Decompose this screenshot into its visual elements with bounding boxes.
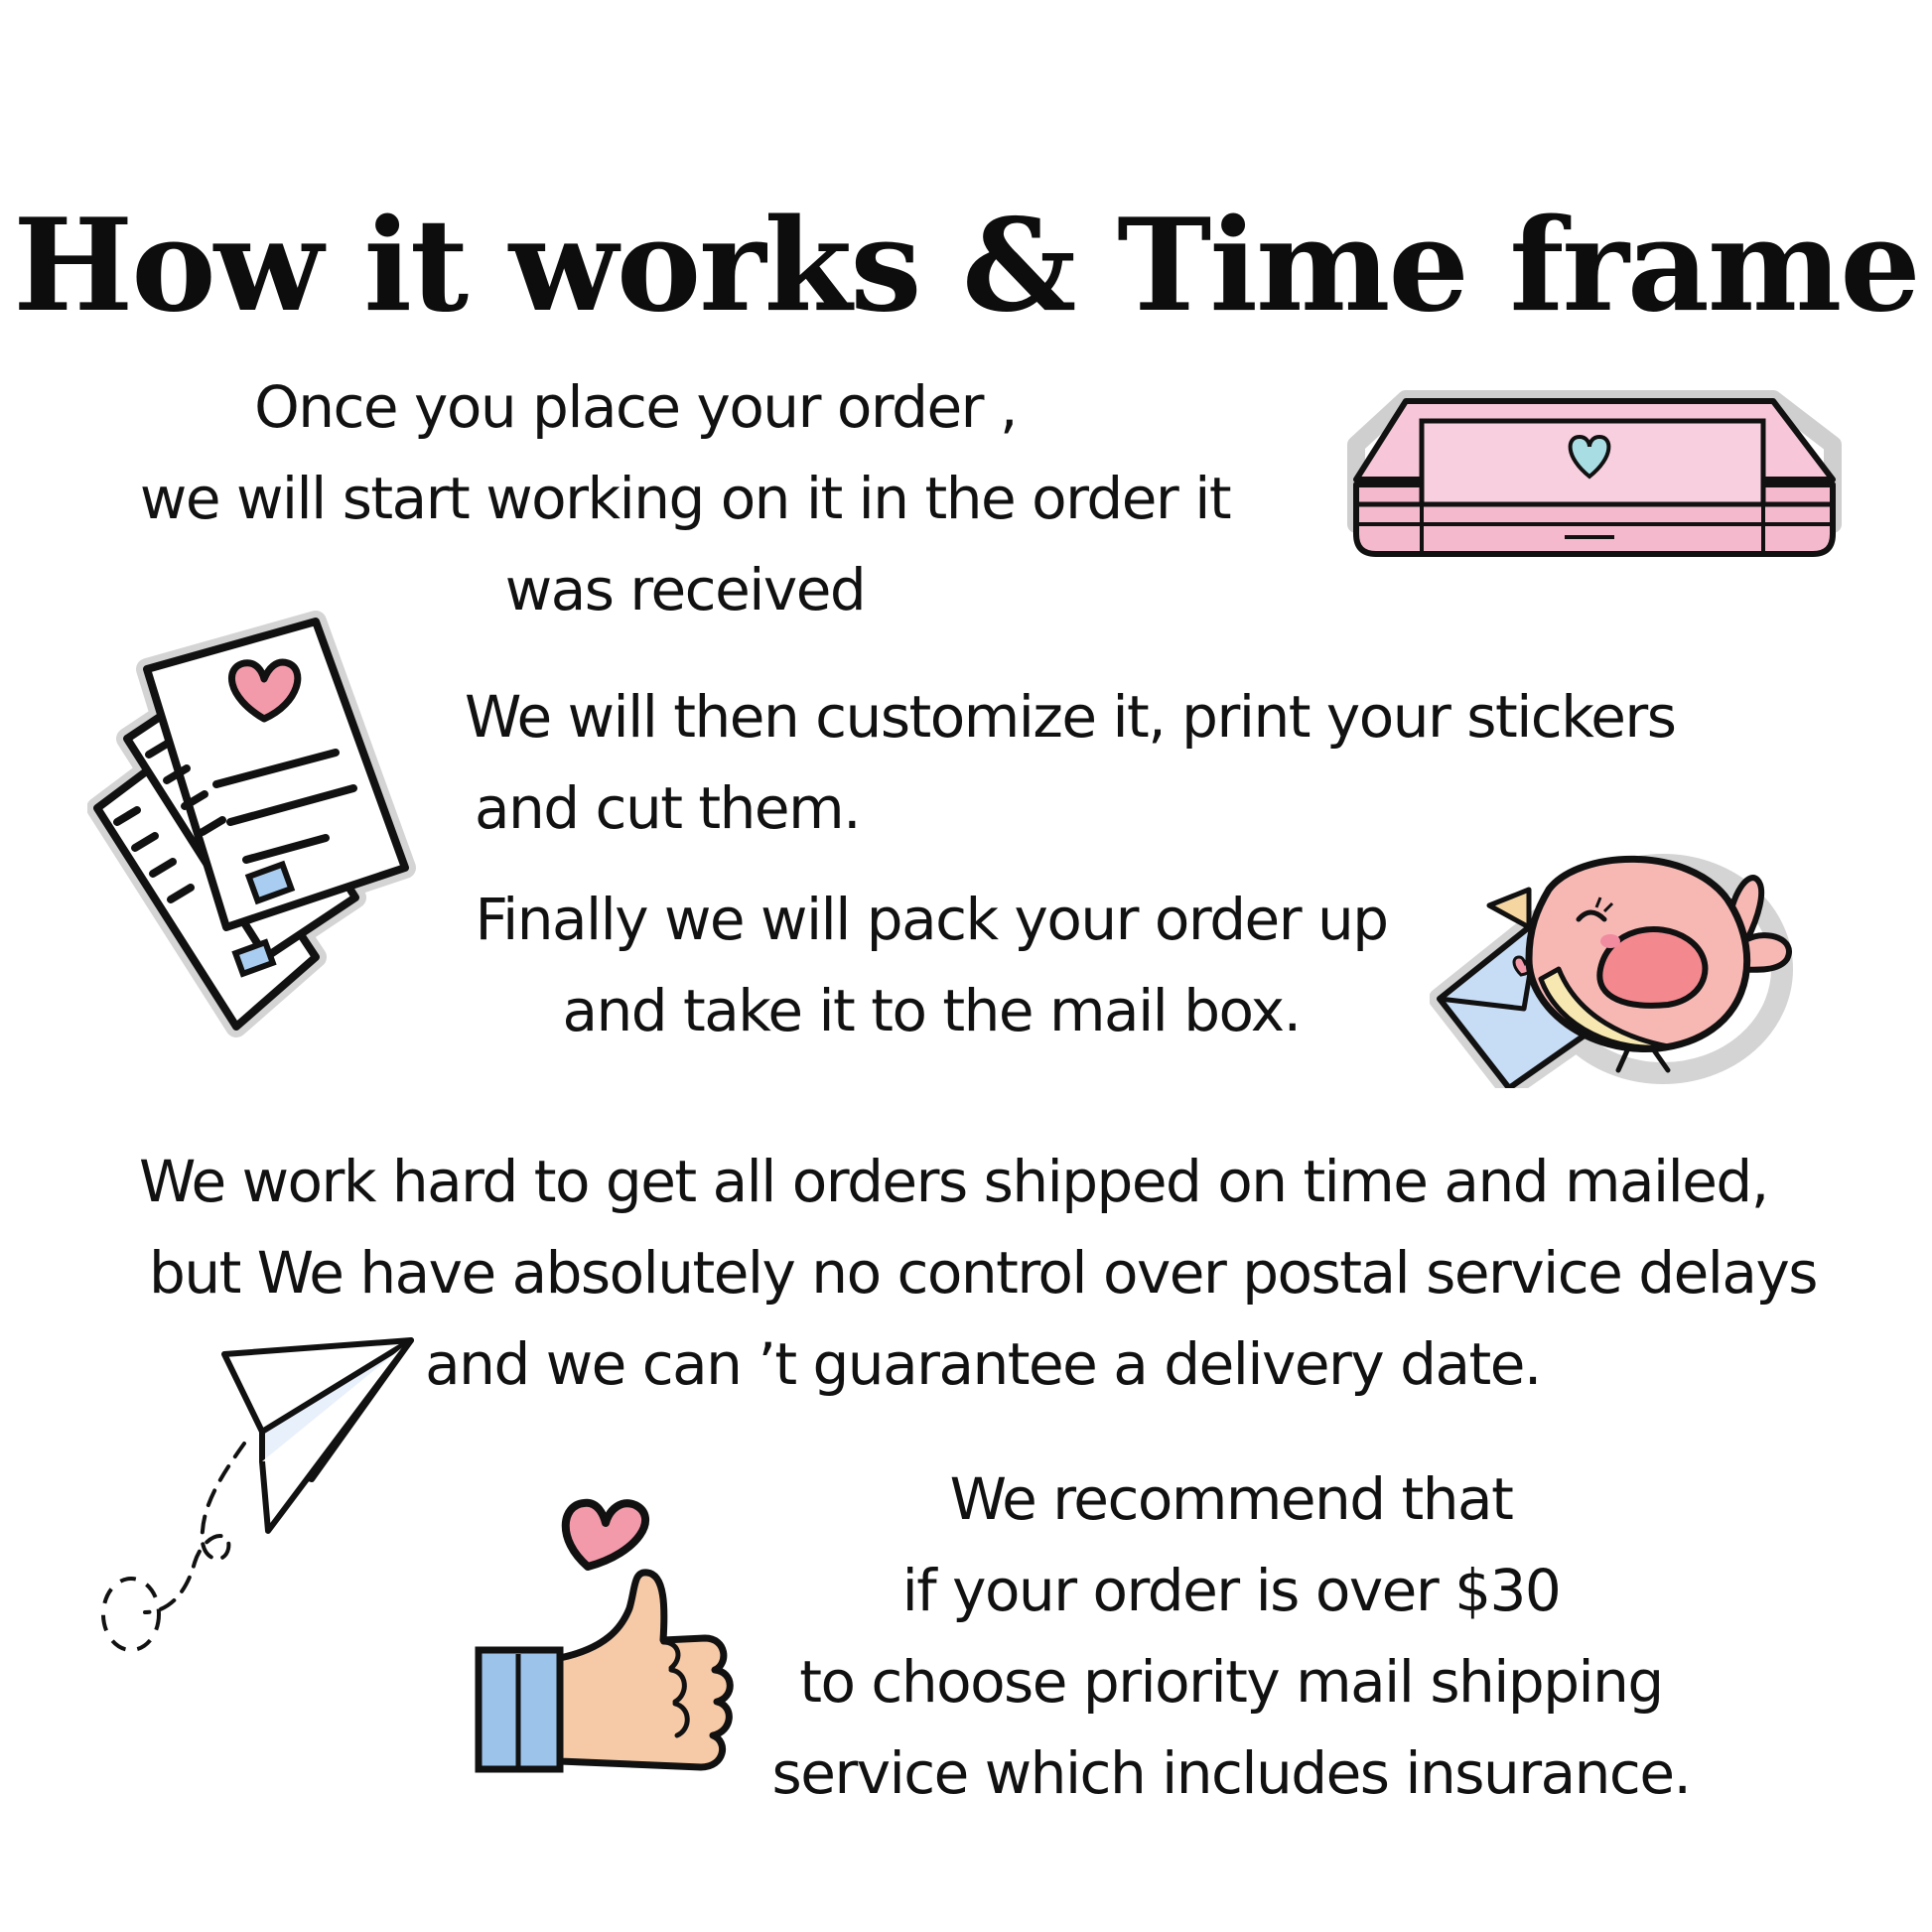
step-1-text: Once you place your order , we will star… — [99, 361, 1271, 635]
step-3-line: and take it to the mail box. — [562, 977, 1302, 1044]
step-2-line: and cut them. — [475, 774, 862, 842]
recommendation-text: We recommend that if your order is over … — [755, 1453, 1708, 1819]
paper-plane-icon — [101, 1337, 414, 1652]
recommend-line: service which includes insurance. — [771, 1739, 1692, 1807]
notice-line: and we can ’t guarantee a delivery date. — [425, 1330, 1542, 1398]
notice-line: but We have absolutely no control over p… — [149, 1239, 1819, 1307]
notice-line: We work hard to get all orders shipped o… — [139, 1148, 1769, 1215]
recommend-line: if your order is over $30 — [901, 1557, 1562, 1624]
step-1-line: we will start working on it in the order… — [139, 465, 1232, 532]
bird-letter-icon — [1430, 854, 1793, 1088]
step-3-text: Finally we will pack your order up and t… — [455, 874, 1408, 1056]
step-1-line: Once you place your order , — [254, 373, 1018, 441]
recommend-line: We recommend that — [949, 1465, 1514, 1533]
documents-icon — [87, 611, 416, 1037]
step-1-line: was received — [504, 556, 867, 623]
shipping-notice-text: We work hard to get all orders shipped o… — [139, 1136, 1827, 1410]
thumbs-up-icon — [475, 1498, 734, 1773]
step-2-line: We will then customize it, print your st… — [465, 683, 1677, 751]
recommend-line: to choose priority mail shipping — [799, 1648, 1664, 1716]
step-3-line: Finally we will pack your order up — [475, 886, 1389, 953]
cutting-machine-icon — [1347, 390, 1842, 557]
step-2-text: We will then customize it, print your st… — [465, 671, 1716, 854]
page-title: How it works & Time frame — [13, 191, 1920, 341]
